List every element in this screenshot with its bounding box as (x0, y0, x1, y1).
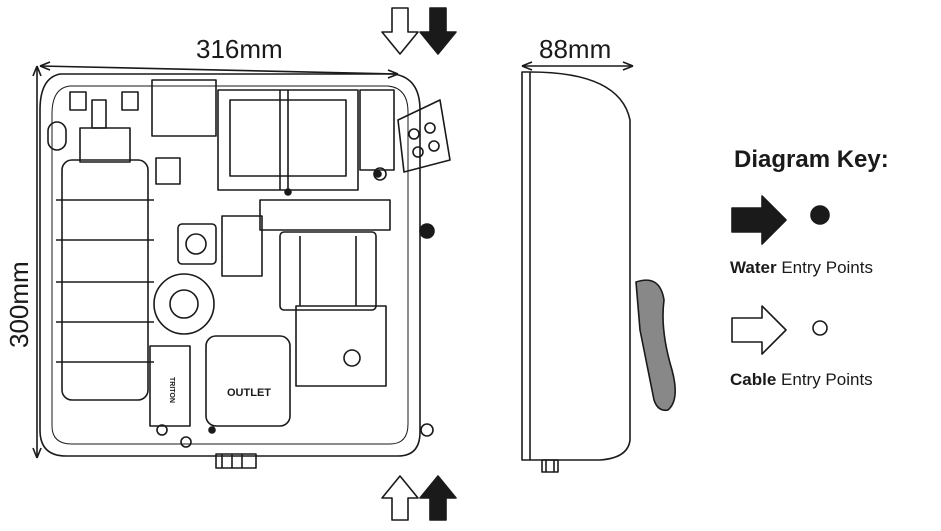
cable-entry-caption: Cable Entry Points (730, 370, 873, 390)
filled-circle-icon (810, 205, 830, 225)
side-lever (635, 279, 676, 412)
front-view-unit (39, 73, 451, 469)
cable-entry-arrow-bottom (381, 475, 419, 521)
height-dimension-line (32, 65, 42, 459)
water-caption-rest: Entry Points (776, 258, 873, 277)
water-entry-caption: Water Entry Points (730, 258, 873, 278)
solid-arrow-icon (731, 195, 787, 245)
valve-assembly (153, 157, 391, 387)
height-label: 300mm (4, 261, 34, 348)
outlet-label: OUTLET (227, 387, 271, 399)
mounting-slot (47, 121, 67, 151)
triton-label: TRITON (168, 377, 175, 403)
terminal-block (397, 99, 451, 173)
depth-dimension-line (521, 61, 634, 71)
depth-label: 88mm (539, 34, 612, 64)
water-entry-arrow-bottom (419, 475, 457, 521)
heater-tank (56, 99, 154, 401)
width-dimension-line (39, 61, 399, 79)
side-view-unit (521, 71, 676, 473)
water-caption-bold: Water (730, 258, 777, 277)
cable-entry-arrow-top (381, 7, 419, 55)
diagram-key-title: Diagram Key: (734, 146, 889, 173)
cable-entry-point (420, 423, 434, 437)
water-entry-arrow-top (419, 7, 457, 55)
cable-caption-rest: Entry Points (776, 370, 873, 389)
outlet-unit (149, 335, 291, 469)
width-label: 316mm (196, 34, 283, 64)
top-housing (151, 79, 395, 191)
water-entry-point (419, 223, 435, 239)
cable-caption-bold: Cable (730, 370, 777, 389)
key-icons (731, 195, 830, 355)
hollow-circle-icon (812, 320, 828, 336)
outline-arrow-icon (731, 305, 787, 355)
